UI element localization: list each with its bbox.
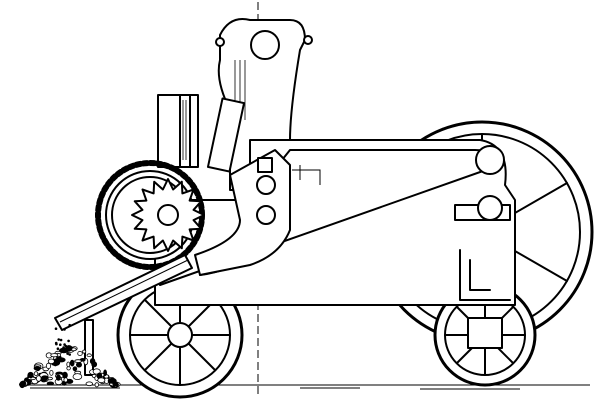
ground-line xyxy=(20,384,590,390)
pinion xyxy=(131,178,205,252)
stone xyxy=(56,374,61,381)
falling-stone xyxy=(59,338,63,342)
discharge-chute xyxy=(54,254,193,331)
jaw-plates xyxy=(157,94,246,173)
stone xyxy=(74,359,82,363)
stone xyxy=(72,373,83,381)
stone xyxy=(86,353,92,358)
stone xyxy=(49,369,54,376)
stone xyxy=(40,375,49,381)
stone xyxy=(69,359,75,367)
stone xyxy=(45,362,52,369)
pitman-arm xyxy=(194,149,291,276)
falling-stone xyxy=(68,323,71,327)
rear-wheel xyxy=(433,283,537,387)
stone xyxy=(77,350,83,356)
jaw-housing xyxy=(215,18,313,191)
falling-stone xyxy=(55,342,58,346)
falling-stone xyxy=(66,352,69,355)
falling-stone xyxy=(67,339,70,343)
stone xyxy=(91,361,98,368)
falling-stone xyxy=(57,338,60,341)
support-post xyxy=(84,319,94,376)
stone xyxy=(28,372,33,379)
stone xyxy=(63,377,68,383)
stone xyxy=(76,362,83,368)
falling-stone xyxy=(62,346,65,349)
stone xyxy=(82,349,87,354)
falling-stone xyxy=(68,353,71,356)
falling-stone xyxy=(56,347,60,351)
stone xyxy=(66,361,71,368)
falling-stone xyxy=(67,345,70,348)
stone xyxy=(33,371,39,376)
stone xyxy=(19,381,26,389)
stone xyxy=(50,353,59,358)
falling-stone xyxy=(59,343,62,347)
stone xyxy=(47,358,55,364)
stone xyxy=(114,382,119,387)
falling-stone xyxy=(63,328,66,331)
stone xyxy=(46,381,55,386)
stone-pile xyxy=(19,323,121,389)
stone xyxy=(107,377,117,384)
falling-stone xyxy=(64,344,68,348)
stone xyxy=(97,377,106,384)
stone xyxy=(35,375,42,382)
falling-stone xyxy=(54,327,58,331)
falling-stone xyxy=(59,349,63,353)
stone xyxy=(94,382,99,388)
stone xyxy=(85,381,93,387)
falling-stone xyxy=(64,349,67,353)
stone xyxy=(72,366,78,372)
stone xyxy=(33,365,41,371)
stone xyxy=(103,369,107,377)
